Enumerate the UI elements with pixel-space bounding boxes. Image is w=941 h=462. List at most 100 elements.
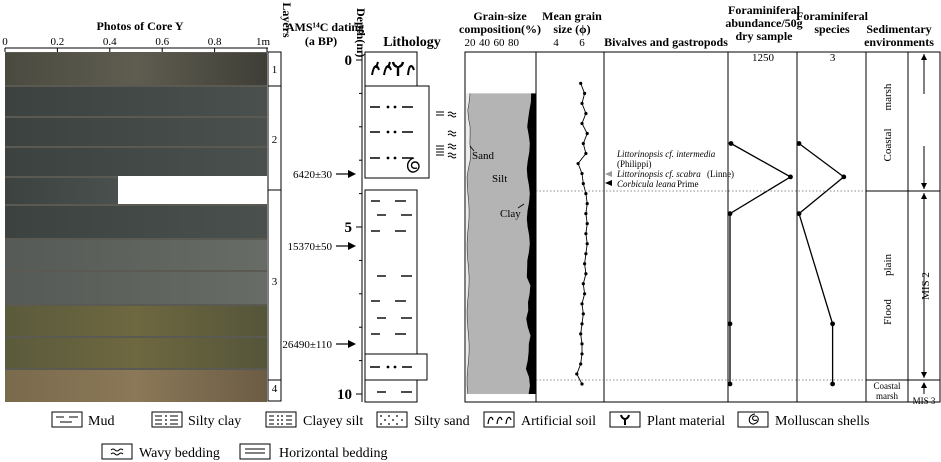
date-arrow-head bbox=[348, 340, 356, 348]
foram-species-point bbox=[830, 381, 835, 387]
lithology-unit bbox=[364, 189, 418, 355]
species-marker-grey bbox=[605, 171, 612, 177]
core-segment-5 bbox=[5, 178, 118, 204]
wavy-bedding-symbol bbox=[447, 146, 457, 150]
species-author: (Philippi) bbox=[617, 159, 652, 169]
mean-grain-header-line1: Mean grain bbox=[542, 9, 602, 23]
grain-comp-tick-label: 80 bbox=[508, 37, 520, 49]
legend-pattern bbox=[277, 423, 279, 425]
plant-material-icon bbox=[620, 414, 630, 425]
dating-header-line1: AMS¹⁴C dating bbox=[286, 20, 364, 34]
mean-grain-point bbox=[579, 362, 583, 366]
legend-pattern bbox=[281, 419, 283, 421]
mis-label-bg bbox=[920, 94, 930, 146]
mean-grain-point bbox=[583, 262, 587, 266]
env-label-flood: Flood bbox=[882, 299, 894, 325]
mean-grain-header-line2: size (ϕ) bbox=[553, 22, 590, 36]
legend-pattern bbox=[392, 419, 394, 421]
sed-env-header-line2: environments bbox=[864, 35, 934, 49]
foram-species-point bbox=[830, 321, 835, 327]
legend-pattern bbox=[165, 415, 167, 417]
core-segment-11 bbox=[5, 370, 267, 402]
litho-dot bbox=[386, 365, 390, 369]
litho-dot bbox=[386, 130, 390, 134]
layers-header: Layers bbox=[280, 2, 294, 38]
foram-abund-point bbox=[727, 211, 733, 217]
mean-grain-point bbox=[583, 292, 587, 296]
clay-area bbox=[525, 93, 536, 395]
litho-dot bbox=[393, 156, 397, 160]
mean-grain-point bbox=[583, 91, 587, 95]
mis-arrow-head bbox=[921, 193, 927, 199]
mean-grain-point bbox=[585, 202, 589, 206]
depth-label: 5 bbox=[345, 220, 353, 236]
legend-pattern bbox=[384, 419, 386, 421]
clay-label: Clay bbox=[500, 208, 521, 220]
legend-pattern bbox=[281, 415, 283, 417]
mean-grain-point bbox=[580, 352, 584, 356]
clay-leader bbox=[517, 203, 525, 209]
legend-pattern bbox=[165, 423, 167, 425]
foram-abund-line bbox=[729, 142, 792, 384]
mis-arrow-head bbox=[921, 183, 927, 189]
mean-grain-point bbox=[580, 302, 584, 306]
foram-abund-point bbox=[728, 141, 734, 146]
legend-swatch-mud bbox=[51, 411, 83, 428]
dating-header-line2: (a BP) bbox=[305, 34, 337, 48]
legend-pattern bbox=[396, 415, 398, 417]
legend-pattern bbox=[401, 419, 403, 421]
sand-label: Sand bbox=[472, 150, 495, 162]
legend-pattern bbox=[281, 423, 283, 425]
legend-pattern bbox=[165, 419, 167, 421]
mean-grain-point bbox=[580, 171, 584, 176]
legend-pattern bbox=[496, 416, 503, 425]
grain-comp-tick-label: 20 bbox=[465, 37, 477, 49]
core-segment-7 bbox=[5, 240, 267, 270]
legend-pattern bbox=[388, 415, 390, 417]
species-name: Corbicula leana bbox=[617, 179, 676, 189]
litho-dot bbox=[386, 105, 390, 109]
photo-scale-label: 0 bbox=[2, 36, 8, 48]
mean-grain-point bbox=[580, 101, 584, 106]
mean-grain-point bbox=[584, 151, 588, 156]
photo-scale-label: 0.4 bbox=[103, 36, 117, 48]
legend-label-artificial-soil: Artificial soil bbox=[521, 414, 596, 429]
foram-species-point bbox=[841, 174, 847, 180]
legend-label-mud: Mud bbox=[88, 414, 114, 429]
date-arrow-head bbox=[348, 170, 356, 178]
silt-area bbox=[467, 93, 532, 395]
wavy-bedding-symbol bbox=[447, 143, 457, 147]
env-label-marsh-2: marsh bbox=[876, 391, 898, 401]
foram-species-point bbox=[796, 211, 802, 217]
mis-label: MIS 2 bbox=[920, 272, 932, 300]
mean-grain-point bbox=[576, 161, 580, 166]
mean-grain-point bbox=[580, 322, 584, 326]
species-author: (Linne) bbox=[707, 169, 734, 179]
mean-grain-point bbox=[581, 312, 585, 316]
wavy-bedding-symbol bbox=[447, 133, 457, 137]
litho-dot bbox=[393, 105, 397, 109]
foram-abund-point bbox=[727, 381, 733, 387]
artificial-soil-symbol bbox=[371, 61, 380, 76]
legend-pattern bbox=[380, 415, 382, 417]
legend-swatch-horizontal-bedding bbox=[239, 443, 271, 460]
mean-grain-point bbox=[580, 382, 584, 386]
grain-comp-header-line1: Grain-size bbox=[473, 9, 527, 23]
photo-scale-label: 0.6 bbox=[155, 36, 169, 48]
layer-label: 2 bbox=[272, 134, 278, 146]
legend-pattern bbox=[487, 416, 494, 425]
core-segment-6 bbox=[5, 206, 267, 238]
date-label: 6420±30 bbox=[293, 169, 333, 181]
core-segment-3 bbox=[5, 118, 267, 146]
molluscan-shell-icon bbox=[406, 157, 420, 173]
bivalves-panel: Littorinopsis cf. intermedia(Philippi)Li… bbox=[605, 149, 734, 189]
species-name: Littorinopsis cf. scabra bbox=[616, 169, 701, 179]
legend-pattern bbox=[396, 423, 398, 425]
grain-comp-tick-label: 40 bbox=[479, 37, 491, 49]
mean-grain-point bbox=[584, 111, 588, 116]
